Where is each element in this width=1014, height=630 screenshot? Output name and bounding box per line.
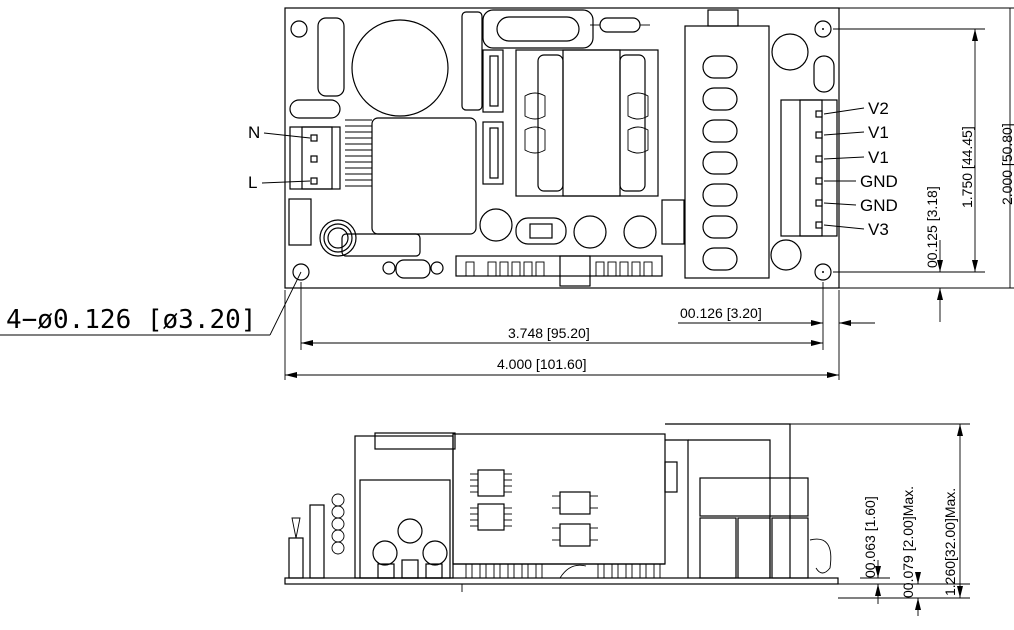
overall-height-side-dim: 1.260[32.00]Max. xyxy=(942,488,958,596)
vertical-dimensions: 00.125 [3.18] 1.750 [44.45] 2.000 [50.80… xyxy=(833,7,1014,322)
side-view-capacitors xyxy=(699,477,809,517)
pin-height-dim: 00.079 [2.00]Max. xyxy=(900,486,916,598)
input-label-n: N xyxy=(248,123,260,142)
heatsink xyxy=(684,25,770,279)
offset-x-dim: 00.126 [3.20] xyxy=(680,305,762,321)
output-label-v1-b: V1 xyxy=(868,148,889,167)
side-view-subboard xyxy=(452,433,666,565)
overall-height-dim: 2.000 [50.80] xyxy=(999,123,1014,205)
mounting-holes xyxy=(290,20,832,281)
output-connector xyxy=(780,99,838,237)
output-label-v3: V3 xyxy=(868,220,889,239)
output-label-gnd-b: GND xyxy=(860,196,898,215)
mounting-hole xyxy=(292,263,310,281)
mounting-hole xyxy=(814,20,832,38)
output-labels: V2 V1 V1 GND GND V3 xyxy=(823,99,898,239)
overall-width-dim: 4.000 [101.60] xyxy=(497,356,587,372)
board-thickness-dim: 00.063 [1.60] xyxy=(862,496,878,578)
mounting-hole xyxy=(290,20,308,38)
top-view-components xyxy=(288,9,838,287)
input-labels: N L xyxy=(248,123,311,192)
side-view-pcb xyxy=(284,577,839,585)
hole-callout-text: 4−ø0.126 [ø3.20] xyxy=(6,305,256,335)
horizontal-dimensions: 00.126 [3.20] 3.748 [95.20] 4.000 [101.6… xyxy=(284,282,875,380)
transformer xyxy=(515,49,659,197)
mounting-hole xyxy=(814,263,832,281)
hole-span-x-dim: 3.748 [95.20] xyxy=(508,325,590,341)
side-view: 00.063 [1.60] 00.079 [2.00]Max. 1.260[32… xyxy=(284,423,970,616)
output-label-v1-a: V1 xyxy=(868,123,889,142)
hole-span-y-dim: 1.750 [44.45] xyxy=(959,126,975,208)
offset-y-dim: 00.125 [3.18] xyxy=(924,186,940,268)
hole-callout: 4−ø0.126 [ø3.20] xyxy=(0,271,302,336)
top-view-board-outline xyxy=(284,7,840,289)
output-label-v2: V2 xyxy=(868,99,889,118)
input-label-l: L xyxy=(248,173,257,192)
output-pins xyxy=(815,110,823,229)
top-view: N L V2 V1 V1 GND GND V3 4−ø0.126 [ø3.20] xyxy=(0,7,1014,380)
output-label-gnd-a: GND xyxy=(860,172,898,191)
